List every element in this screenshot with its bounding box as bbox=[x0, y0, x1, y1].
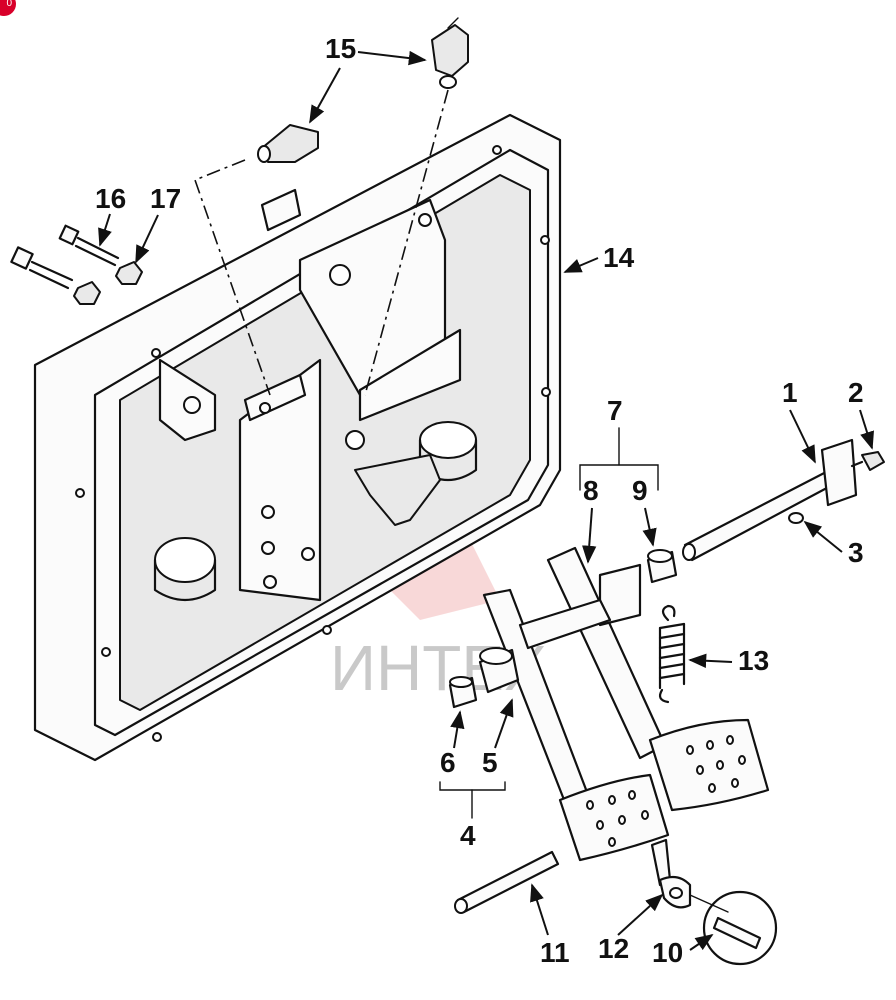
callout-5: 5 bbox=[482, 747, 498, 778]
part-10-key-detail bbox=[702, 890, 778, 966]
corner-badge: 0 bbox=[0, 0, 16, 16]
callout-3: 3 bbox=[848, 537, 864, 568]
callout-12: 12 bbox=[598, 933, 629, 964]
callout-1: 1 bbox=[782, 377, 798, 408]
part-3-washer bbox=[788, 512, 804, 524]
part-13-return-spring bbox=[658, 604, 686, 704]
pedal-pad-dimples bbox=[586, 735, 746, 847]
callout-13: 13 bbox=[738, 645, 769, 676]
callout-9: 9 bbox=[632, 475, 648, 506]
part-17-nut-lower bbox=[73, 281, 101, 305]
callout-6: 6 bbox=[440, 747, 456, 778]
part-16-bolt-lower bbox=[10, 246, 74, 290]
callout-4: 4 bbox=[460, 820, 476, 851]
callout-14: 14 bbox=[603, 242, 635, 273]
part-5-bushing bbox=[478, 647, 520, 694]
part-2-bolt bbox=[850, 451, 885, 471]
part-11-pin bbox=[454, 850, 560, 914]
part-1-pedal-shaft bbox=[682, 438, 858, 562]
part-15-switch-left bbox=[257, 124, 319, 163]
callout-7: 7 bbox=[607, 395, 623, 426]
callout-15: 15 bbox=[325, 33, 356, 64]
part-16-bolt-upper bbox=[58, 224, 120, 267]
callout-8: 8 bbox=[583, 475, 599, 506]
callout-11: 11 bbox=[540, 937, 570, 968]
part-12-clevis bbox=[650, 838, 692, 909]
part-17-nut-upper bbox=[115, 261, 143, 285]
pedal-assembly-right bbox=[546, 546, 770, 812]
part-14-housing-plate bbox=[33, 113, 562, 762]
part-15-switch-upper bbox=[431, 17, 469, 89]
callout-17: 17 bbox=[150, 183, 181, 214]
callout-10: 10 bbox=[652, 937, 683, 968]
part-9-bushing bbox=[646, 549, 678, 584]
callout-2: 2 bbox=[848, 377, 864, 408]
callout-16: 16 bbox=[95, 183, 126, 214]
part-6-bushing bbox=[448, 676, 478, 709]
